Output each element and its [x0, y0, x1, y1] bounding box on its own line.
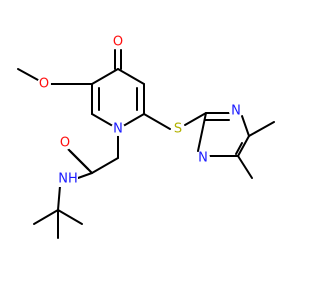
atom-O-methoxy: O: [37, 77, 51, 92]
atom-label: O: [39, 77, 49, 92]
atom-label: N: [113, 122, 123, 137]
methylene-bond: [143, 113, 171, 130]
ring-bond: [241, 115, 250, 137]
methyl-bond: [33, 209, 59, 225]
molecule-structure: N O O O NH S N N: [17, 35, 275, 239]
double-bond-inner: [235, 142, 243, 155]
thioether-bond: [184, 112, 207, 126]
ring-bond: [237, 135, 250, 157]
atom-O-amide: O: [58, 136, 72, 151]
atom-label: N: [198, 151, 208, 166]
methyl-bond: [248, 121, 275, 137]
methyl-bond: [237, 155, 253, 179]
ring-bond: [117, 68, 145, 85]
carbonyl-bond: [65, 146, 89, 170]
methyl-bond: [57, 209, 83, 225]
methyl-bond: [17, 68, 39, 81]
tbutyl-bond: [57, 185, 61, 211]
atom-N-pyrimidine-2: N: [196, 151, 210, 166]
amide-bond: [77, 172, 93, 179]
atom-NH-amide: NH: [58, 171, 78, 187]
atom-label: O: [60, 136, 70, 151]
atom-label: NH: [58, 172, 78, 187]
ring-bond: [91, 68, 119, 85]
atom-N-pyrimidine-1: N: [229, 104, 243, 119]
atom-S-thioether: S: [171, 122, 185, 137]
ring-bond: [197, 112, 207, 152]
atom-label: O: [113, 35, 123, 50]
atom-label: N: [231, 104, 241, 119]
atom-N1: N: [111, 122, 125, 137]
atom-label-layer: N O O O NH S N N: [37, 35, 243, 187]
atom-O-ketone: O: [111, 35, 125, 50]
atom-label: S: [174, 122, 182, 137]
chain-bond: [91, 157, 119, 174]
bond-layer: [17, 49, 275, 239]
